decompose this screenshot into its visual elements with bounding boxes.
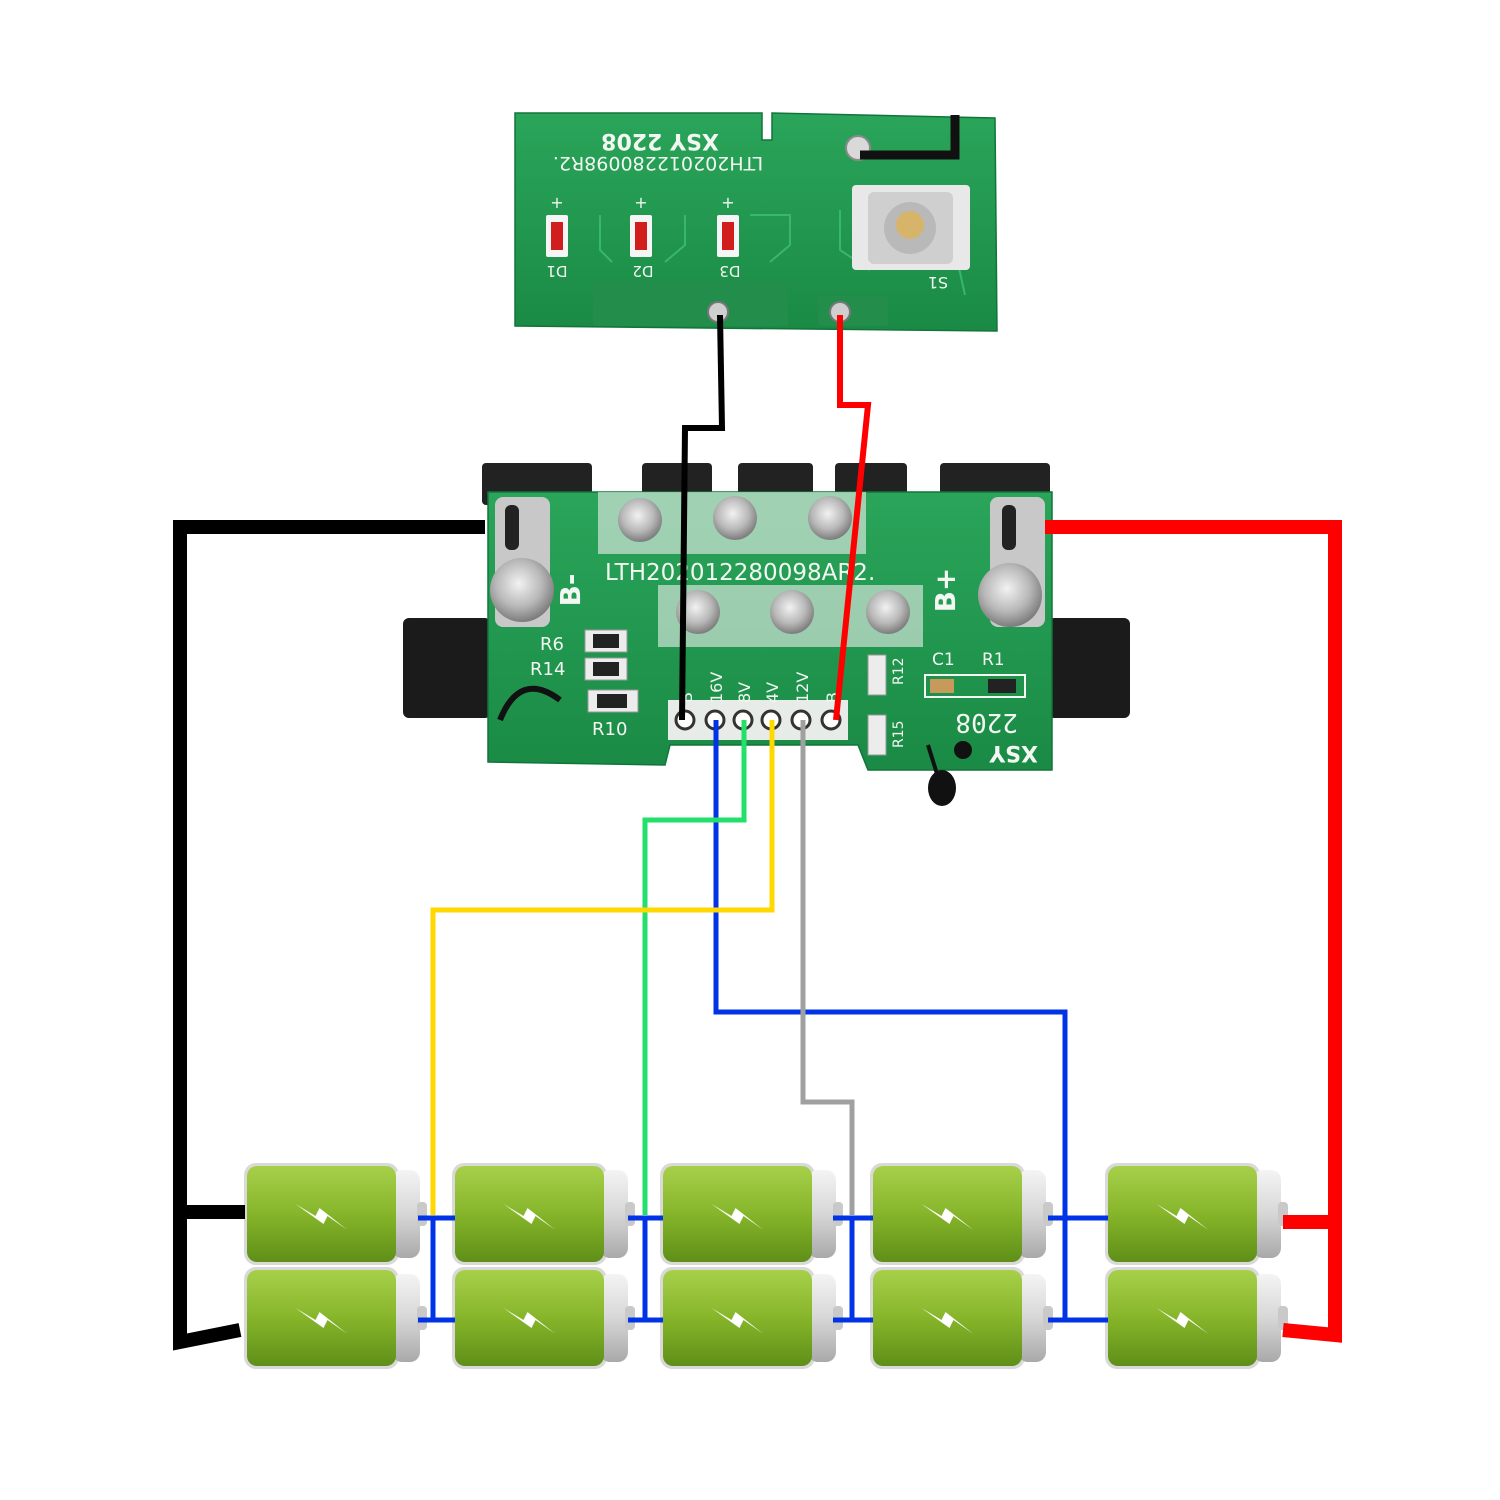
lightning-bolt-icon <box>1156 1204 1209 1230</box>
svg-text:R10: R10 <box>592 719 627 740</box>
svg-text:R12: R12 <box>891 657 907 685</box>
red-wire-positive <box>1045 520 1342 1343</box>
bms-tap-labels: B 16V 8V 4V 12V B <box>677 672 842 703</box>
lightning-bolt-icon <box>921 1308 974 1334</box>
lightning-bolt-icon <box>921 1204 974 1230</box>
lightning-bolt-icon <box>503 1308 556 1334</box>
b-minus-label: B- <box>554 574 587 607</box>
lightning-bolt-icon <box>295 1204 348 1230</box>
green-wire-8v <box>642 720 747 1215</box>
battery-cell <box>870 1267 1053 1369</box>
led-board-xsy-mark: XSY 2208 <box>601 128 719 153</box>
svg-text:R14: R14 <box>530 659 565 680</box>
battery-cell <box>1105 1267 1288 1369</box>
yellow-wire-4v <box>430 720 775 1215</box>
svg-text:12V: 12V <box>793 672 812 703</box>
svg-text:R1: R1 <box>982 650 1005 670</box>
led-board-part-number: LTH202012280098R2. <box>553 152 763 174</box>
b-plus-label: B+ <box>929 568 962 613</box>
bms-components-right: C1 R1 R12 R15 2208 XSY <box>867 650 1038 765</box>
battery-cell <box>244 1163 427 1265</box>
svg-text:+: + <box>634 193 647 212</box>
battery-cell <box>1105 1163 1288 1265</box>
bms-board: LTH202012280098AR2. B- B+ R6 R14 R10 C1 … <box>403 463 1130 806</box>
svg-text:B: B <box>677 692 696 703</box>
red-wire-led <box>833 315 872 721</box>
bms-resistors-left: R6 R14 R10 <box>530 629 639 740</box>
svg-text:R15: R15 <box>891 720 907 748</box>
battery-cell <box>452 1163 635 1265</box>
bms-2208-mark: 2208 <box>955 707 1018 737</box>
led-d3: + D3 <box>717 193 741 280</box>
gray-wire-12v <box>800 720 855 1215</box>
wires <box>173 314 1342 1351</box>
led-d1-label: D1 <box>546 262 567 280</box>
led-d2-label: D2 <box>632 262 653 280</box>
black-wire-negative <box>173 520 485 1351</box>
svg-text:R6: R6 <box>540 634 564 655</box>
bms-contact-pads <box>618 496 910 634</box>
lightning-bolt-icon <box>1156 1308 1209 1334</box>
black-wire-led <box>679 314 726 721</box>
blue-cell-links <box>418 1215 1108 1323</box>
battery-cell <box>244 1267 427 1369</box>
svg-text:C1: C1 <box>932 650 955 670</box>
battery-pack <box>244 1163 1288 1369</box>
switch-s1-label: S1 <box>928 273 948 292</box>
led-board: XSY 2208 LTH202012280098R2. + D1 + D2 + … <box>514 112 998 332</box>
battery-cell <box>660 1267 843 1369</box>
lightning-bolt-icon <box>711 1204 764 1230</box>
svg-text:+: + <box>550 193 563 212</box>
lightning-bolt-icon <box>711 1308 764 1334</box>
led-d2: + D2 <box>630 193 654 280</box>
bms-part-number: LTH202012280098AR2. <box>605 560 875 586</box>
bms-xsy-mark: XSY <box>988 740 1038 765</box>
lightning-bolt-icon <box>503 1204 556 1230</box>
battery-cell <box>870 1163 1053 1265</box>
led-d3-label: D3 <box>719 262 740 280</box>
svg-text:+: + <box>721 193 734 212</box>
switch-s1: S1 <box>852 185 970 292</box>
battery-cell <box>452 1267 635 1369</box>
blue-wire-16v <box>713 720 1068 1320</box>
lightning-bolt-icon <box>295 1308 348 1334</box>
svg-text:8V: 8V <box>735 682 754 703</box>
battery-cell <box>660 1163 843 1265</box>
svg-text:4V: 4V <box>763 682 782 703</box>
svg-text:B: B <box>823 692 842 703</box>
svg-text:16V: 16V <box>707 672 726 703</box>
led-d1: + D1 <box>546 193 568 280</box>
